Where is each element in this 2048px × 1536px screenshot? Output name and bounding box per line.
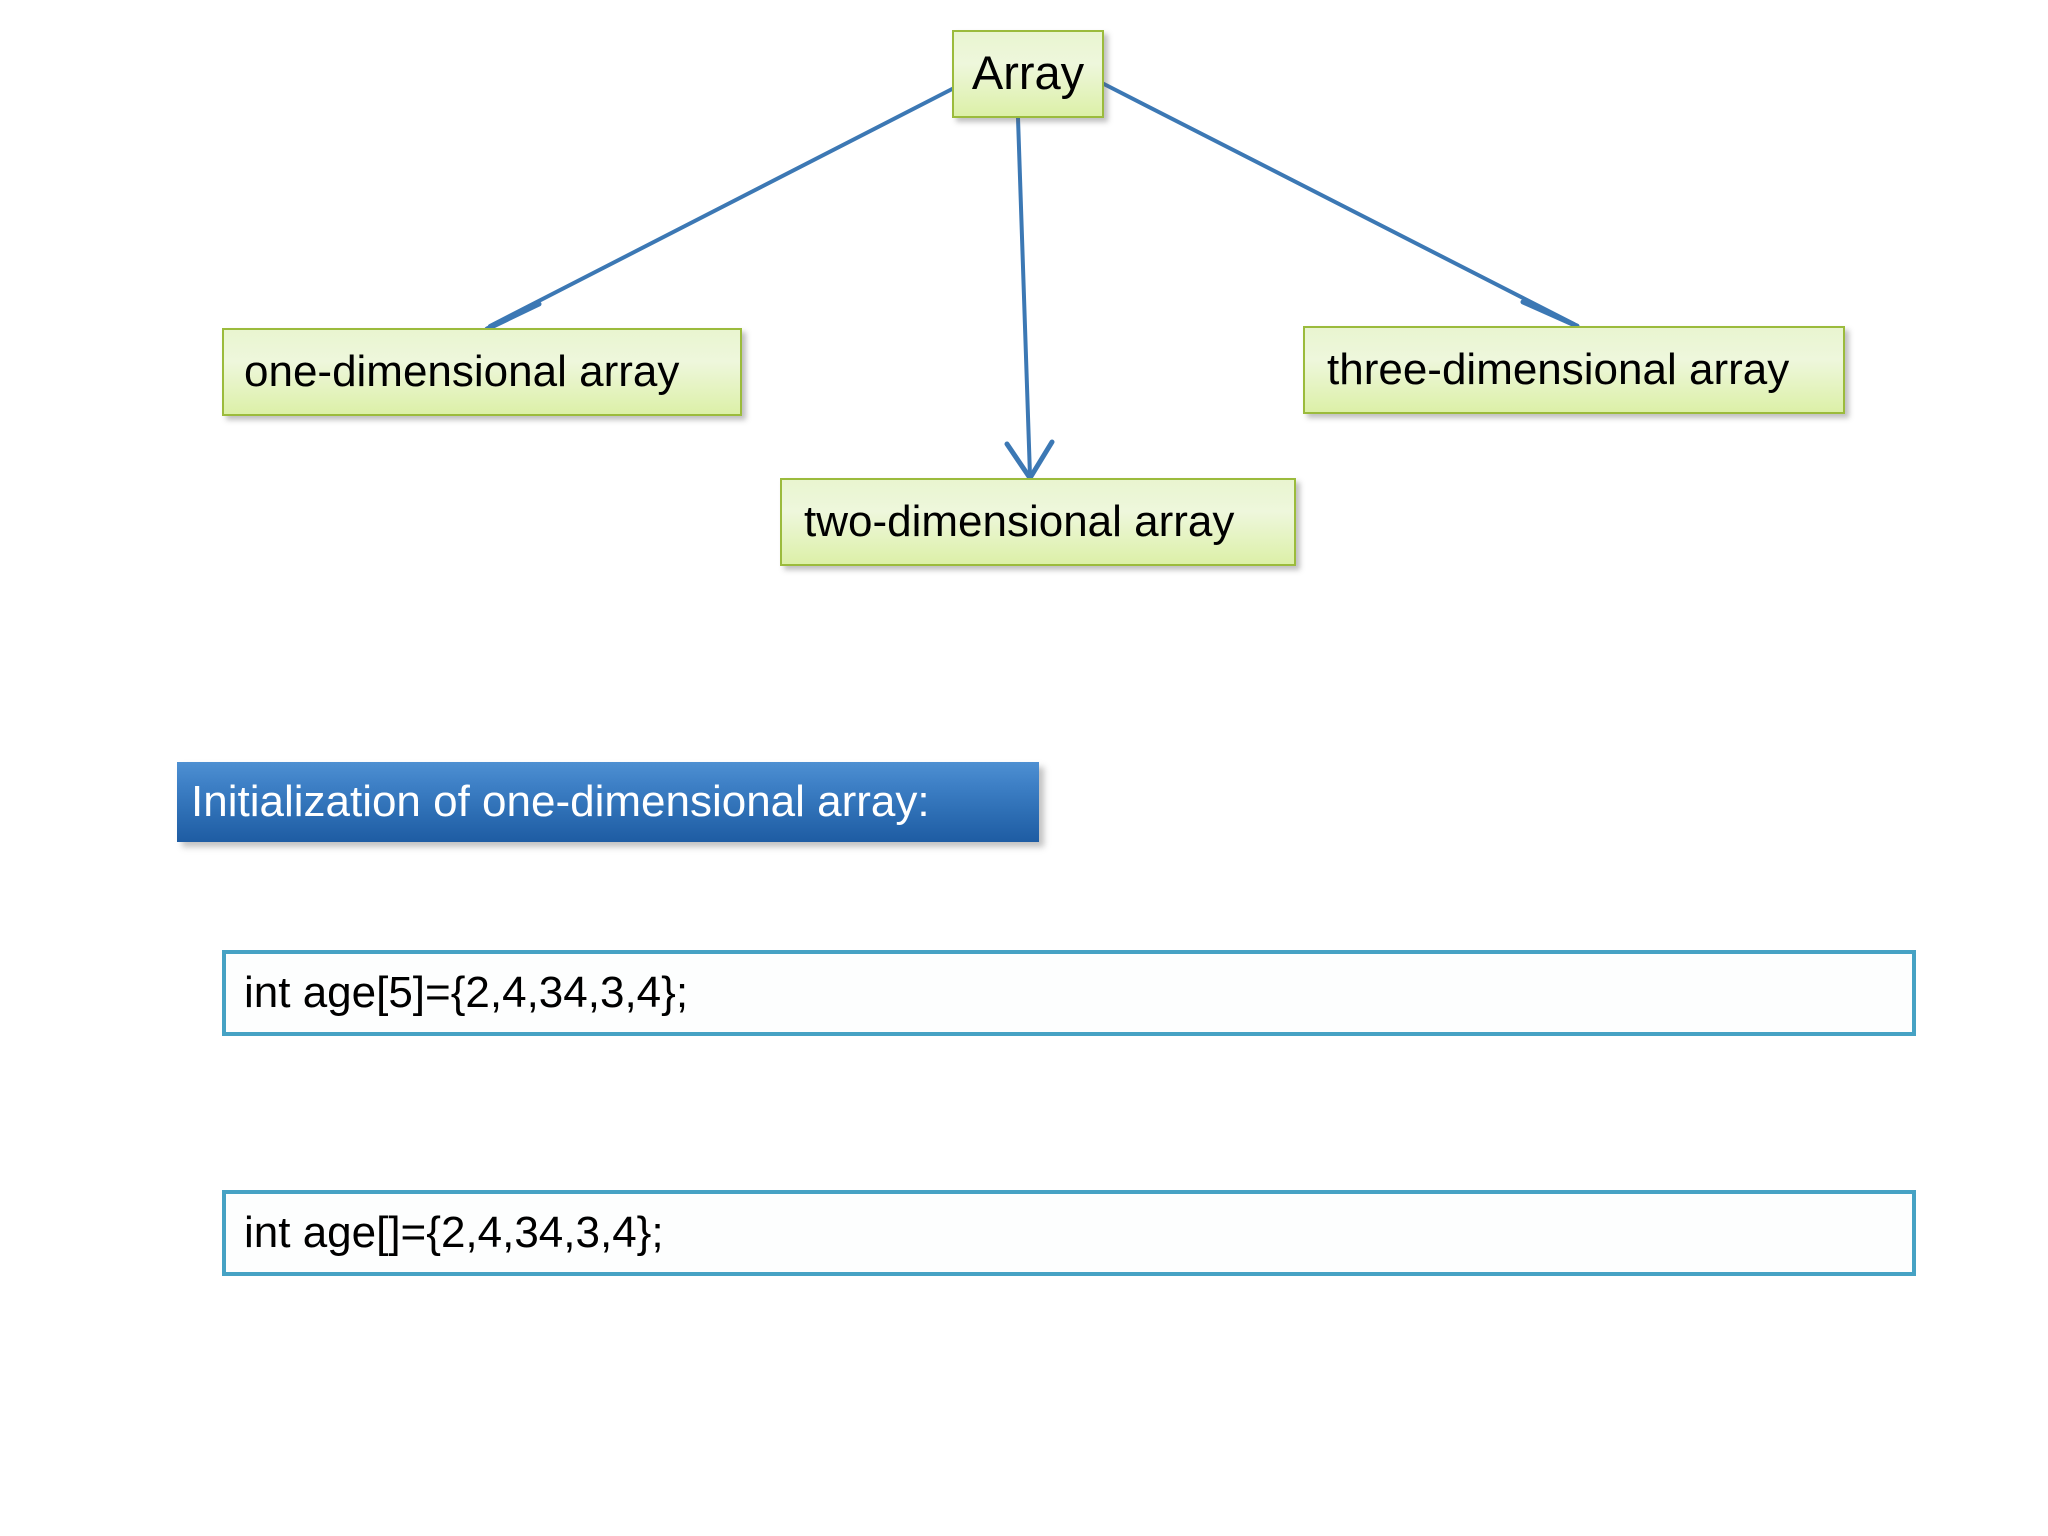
code-example-box-1: int age[5]={2,4,34,3,4};	[222, 950, 1916, 1036]
code-example-box-2: int age[]={2,4,34,3,4};	[222, 1190, 1916, 1276]
diagram-node-two-dimensional-array[interactable]: two-dimensional array	[780, 478, 1296, 566]
code-example-text-2: int age[]={2,4,34,3,4};	[244, 1208, 664, 1257]
array-to-one-dimensional-arrow	[484, 84, 960, 349]
diagram-node-one-dimensional-array[interactable]: one-dimensional array	[222, 328, 742, 416]
section-heading-label: Initialization of one-dimensional array:	[191, 777, 930, 826]
array-to-three-dimensional-arrow	[1098, 80, 1580, 348]
section-heading-banner: Initialization of one-dimensional array:	[177, 762, 1039, 842]
diagram-node-one-dimensional-array-label: one-dimensional array	[244, 347, 680, 396]
array-to-two-dimensional-arrow	[1004, 116, 1055, 481]
code-example-text-1: int age[5]={2,4,34,3,4};	[244, 968, 689, 1017]
diagram-node-three-dimensional-array-label: three-dimensional array	[1327, 345, 1790, 394]
diagram-node-array-label: Array	[971, 45, 1085, 99]
diagram-node-two-dimensional-array-label: two-dimensional array	[804, 497, 1235, 546]
diagram-node-three-dimensional-array[interactable]: three-dimensional array	[1303, 326, 1845, 414]
diagram-node-array[interactable]: Array	[952, 30, 1104, 118]
